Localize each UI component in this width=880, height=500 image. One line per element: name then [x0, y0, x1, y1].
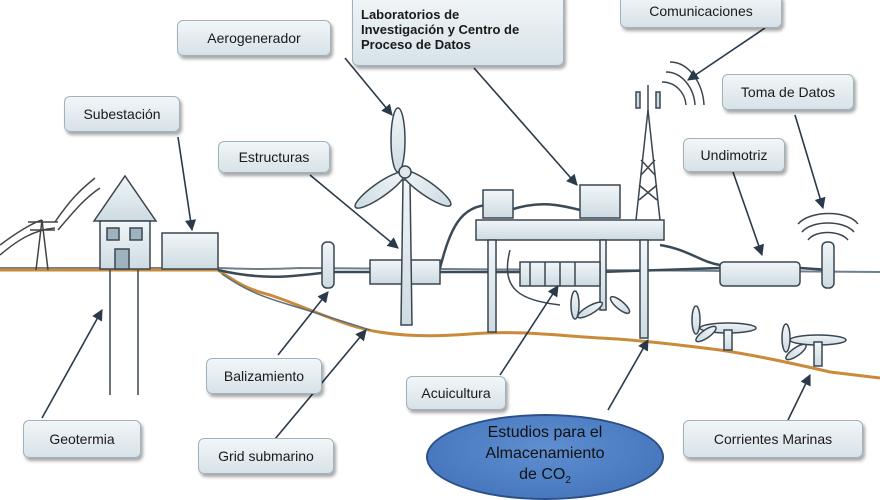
co2-line1: Estudios para el	[487, 424, 603, 441]
label-laboratorios: Laboratorios de Investigación y Centro d…	[352, 0, 564, 66]
seabed-line	[217, 268, 880, 380]
label-subestacion: Subestación	[64, 96, 180, 132]
underwater-turbine	[570, 290, 631, 320]
label-toma-de-datos: Toma de Datos	[722, 74, 854, 110]
label-geotermia: Geotermia	[23, 420, 141, 458]
label-undimotriz: Undimotriz	[683, 138, 785, 172]
label-laboratorios-line2: Investigación y Centro de	[361, 21, 520, 37]
power-pylon	[0, 177, 101, 271]
label-corrientes-marinas: Corrientes Marinas	[683, 420, 863, 458]
substation-box	[161, 232, 219, 270]
offshore-platform	[475, 184, 665, 339]
submarine-cable	[217, 268, 370, 278]
label-aerogenerador: Aerogenerador	[177, 20, 331, 56]
marine-current-turbines	[691, 305, 847, 367]
co2-line3-subscript: 2	[565, 475, 571, 487]
callout-arrows	[41, 27, 826, 446]
co2-storage-ellipse: Estudios para el Almacenamiento de CO2	[426, 414, 664, 500]
wind-turbine	[354, 107, 452, 326]
label-laboratorios-line3: Proceso de Datos	[361, 36, 471, 52]
label-grid-submarino: Grid submarino	[198, 438, 334, 474]
label-comunicaciones: Comunicaciones	[620, 0, 782, 28]
wave-energy-box	[719, 261, 801, 287]
substation-house	[92, 174, 158, 395]
co2-line3-prefix: de CO	[519, 466, 566, 483]
label-acuicultura: Acuicultura	[406, 376, 506, 410]
label-estructuras: Estructuras	[218, 141, 330, 173]
sea-surface-line	[0, 266, 880, 273]
communication-tower	[635, 61, 705, 221]
co2-line2: Almacenamiento	[485, 445, 605, 462]
label-balizamiento: Balizamiento	[206, 358, 322, 394]
buoy	[321, 241, 335, 289]
co2-line3: de CO2	[519, 464, 571, 491]
label-laboratorios-line1: Laboratorios de	[361, 6, 460, 22]
data-buoy	[797, 212, 859, 289]
